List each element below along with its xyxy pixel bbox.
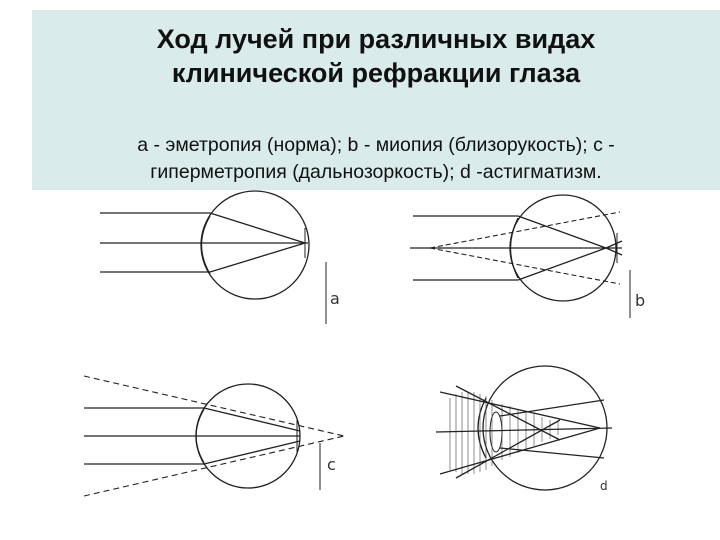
ray-c-dashed-upper bbox=[83, 375, 345, 437]
ray-b-top-cross bbox=[605, 247, 623, 256]
label-c: c bbox=[327, 455, 336, 474]
cornea-a bbox=[200, 215, 211, 275]
diagram-emmetropia: a bbox=[100, 190, 340, 324]
beam-d-upper bbox=[455, 385, 561, 441]
title-banner bbox=[32, 10, 720, 190]
ray-d-back-lower bbox=[499, 447, 605, 459]
slide-title: Ход лучей при различных видах клиническо… bbox=[32, 22, 720, 90]
cornea-d bbox=[477, 397, 487, 459]
diagram-myopia: b bbox=[410, 194, 645, 318]
ray-b-dashed-upper bbox=[429, 211, 621, 249]
title-line-2: клинической рефракции глаза bbox=[171, 58, 581, 88]
title-line-1: Ход лучей при различных видах bbox=[156, 24, 596, 54]
subtitle-line-2: гиперметропия (дальнозоркость); d -астиг… bbox=[150, 161, 602, 183]
ray-a-bot-refracted bbox=[209, 242, 306, 273]
ray-c-dashed-lower bbox=[83, 435, 345, 497]
subtitle-line-1: a - эметропия (норма); b - миопия (близо… bbox=[137, 134, 615, 156]
beam-d-bot bbox=[439, 427, 601, 475]
ray-d-back-upper bbox=[499, 399, 605, 417]
diagram-hyperopia: c bbox=[83, 375, 345, 497]
slide-subtitle: a - эметропия (норма); b - миопия (близо… bbox=[38, 132, 714, 186]
label-a: a bbox=[330, 289, 340, 308]
axis-d bbox=[435, 427, 613, 433]
label-d: d bbox=[600, 479, 608, 493]
beam-d-top bbox=[439, 391, 601, 429]
diagram-astigmatism: d bbox=[435, 365, 613, 493]
eyeball-a bbox=[200, 190, 310, 300]
ray-b-top-refracted bbox=[517, 215, 607, 249]
ray-c-bot-refracted bbox=[203, 440, 301, 465]
ray-c-top-refracted bbox=[203, 407, 301, 432]
ray-b-bot-refracted bbox=[517, 247, 607, 281]
ray-a-top-refracted bbox=[209, 212, 306, 244]
label-b: b bbox=[635, 291, 645, 310]
ray-b-bot-cross bbox=[605, 240, 623, 249]
ray-b-dashed-lower bbox=[429, 247, 621, 285]
